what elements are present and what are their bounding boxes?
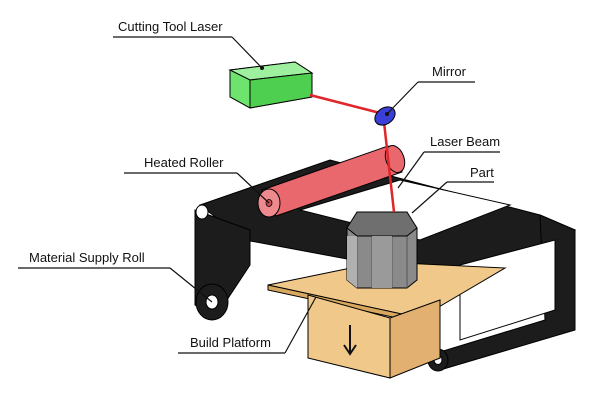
cutting-tool-laser <box>228 61 314 109</box>
label-cutting-tool-laser: Cutting Tool Laser <box>113 19 263 69</box>
svg-text:Laser Beam: Laser Beam <box>430 134 500 149</box>
label-heated-roller: Heated Roller <box>124 155 270 204</box>
label-mirror: Mirror <box>386 64 475 115</box>
build-platform <box>267 261 507 379</box>
part <box>346 211 418 289</box>
down-arrow-icon <box>343 325 357 356</box>
svg-text:Build Platform: Build Platform <box>190 335 271 350</box>
svg-text:Mirror: Mirror <box>432 64 467 79</box>
svg-text:Cutting Tool Laser: Cutting Tool Laser <box>118 19 223 34</box>
laser-beam-horizontal <box>309 93 381 115</box>
laser-beam-vertical <box>382 121 396 213</box>
label-laser-beam: Laser Beam <box>397 134 500 189</box>
svg-text:Material Supply Roll: Material Supply Roll <box>29 250 145 265</box>
heated-roller <box>257 144 406 218</box>
label-material-supply-roll: Material Supply Roll <box>18 250 213 303</box>
belt-right-inner <box>459 239 556 341</box>
svg-text:Heated Roller: Heated Roller <box>144 155 224 170</box>
idler-roll <box>195 204 209 220</box>
svg-text:Part: Part <box>470 165 494 180</box>
label-part: Part <box>411 165 494 214</box>
label-build-platform: Build Platform <box>178 296 317 354</box>
